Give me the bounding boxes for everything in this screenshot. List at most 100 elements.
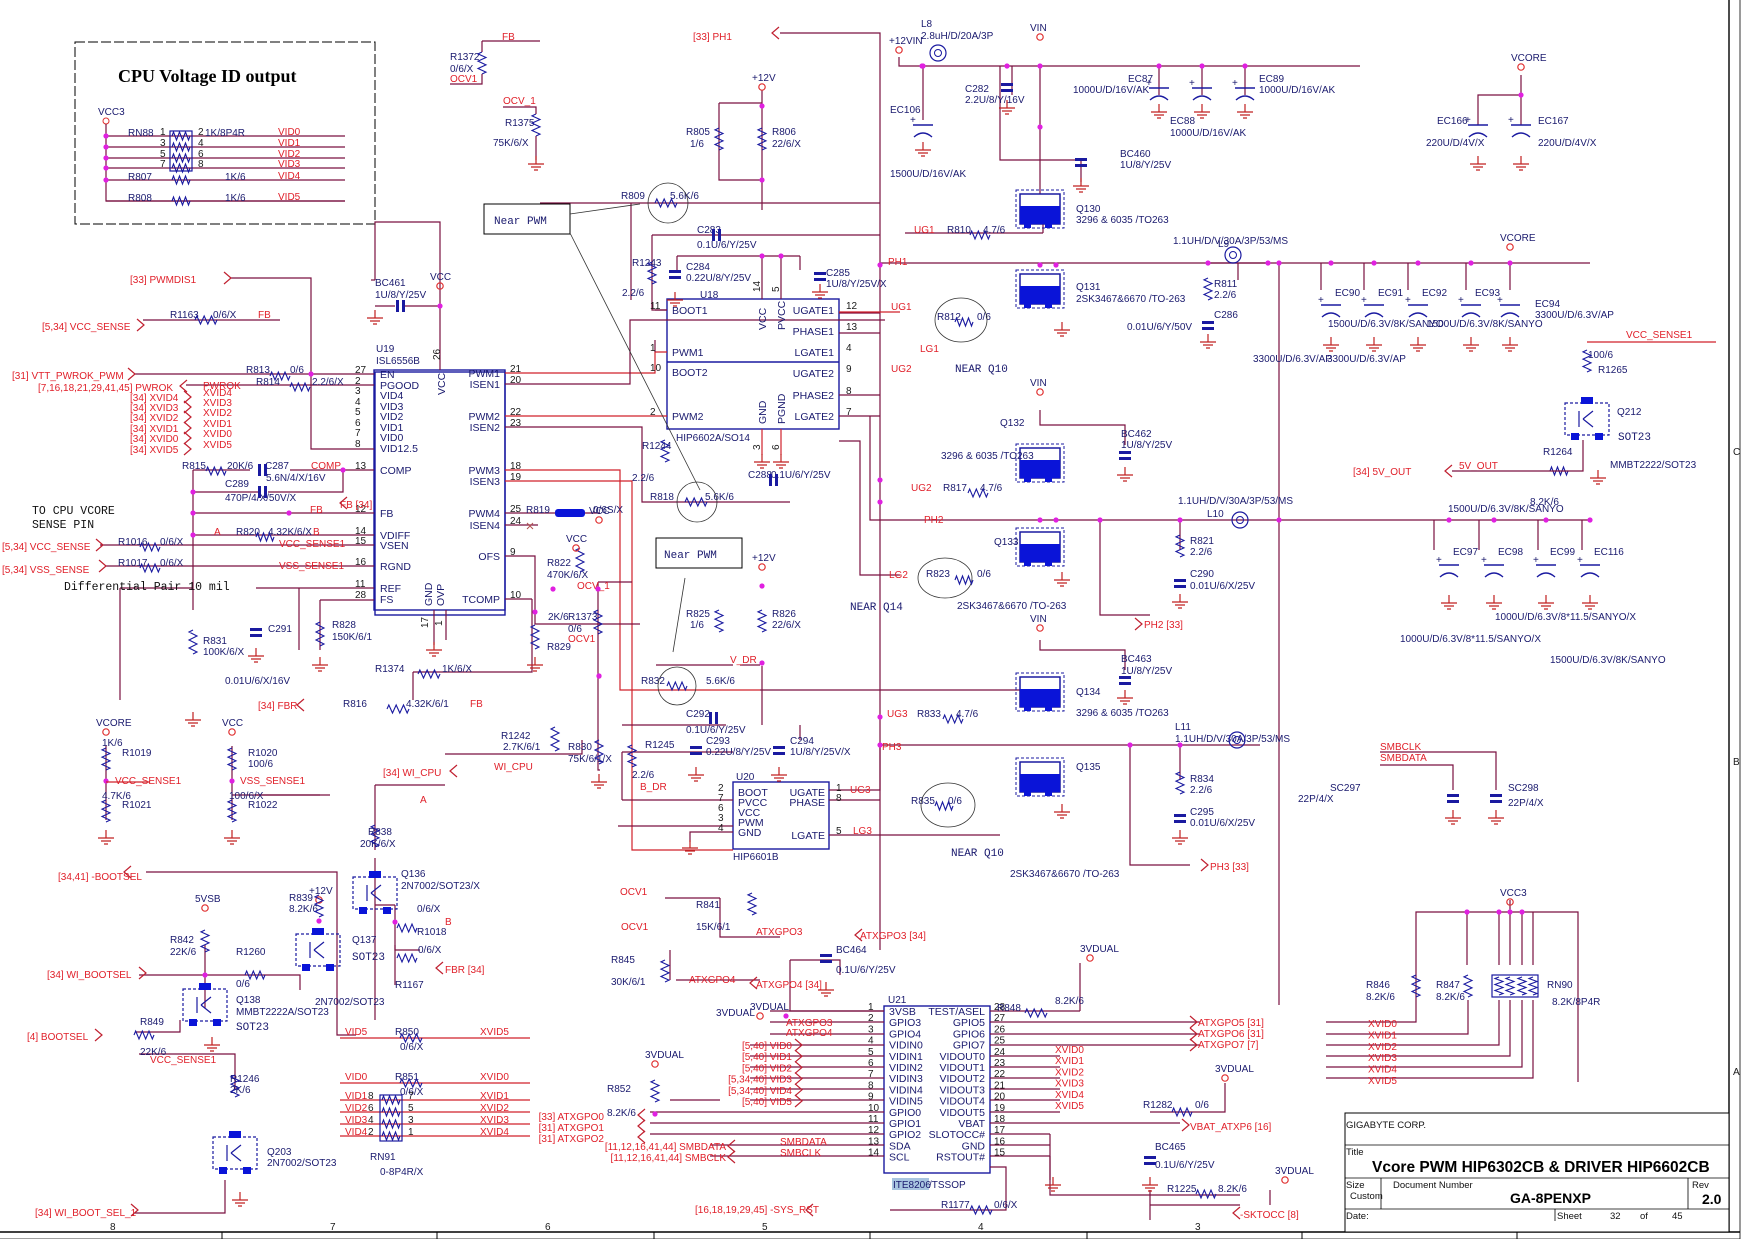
power-rail-icon (102, 728, 110, 736)
u19-pin-num: 16 (355, 557, 367, 568)
resistor-symbol (226, 799, 238, 823)
capacitor-plate (264, 464, 267, 476)
r1373-ref: R1373 (568, 612, 598, 623)
ground-icon (1172, 594, 1188, 609)
r816-ref: R816 (343, 699, 367, 710)
resistor-symbol (381, 1094, 401, 1106)
capacitor-plate (1174, 820, 1186, 823)
junction-dot (229, 778, 235, 784)
u20-pin-num: 4 (718, 823, 724, 834)
offpage-wi-boot-sel-1: [34] WI_BOOT_SEL_1 (35, 1208, 137, 1219)
net-label: OCV1 (620, 887, 648, 898)
offpage-connector-icon (183, 410, 192, 424)
offpage-xvid: [34] XVID3 (130, 403, 179, 414)
junction-dot (1507, 909, 1513, 915)
rev-label: Rev (1692, 1180, 1709, 1191)
capacitor-plate (1075, 158, 1087, 161)
transistor-glyph (196, 996, 212, 1014)
q203-value: 2N7002/SOT23 (267, 1158, 337, 1169)
sot23-pin (219, 1167, 227, 1174)
offpage-connector-icon (854, 928, 863, 942)
q137-value: 2N7002/SOT23 (315, 997, 385, 1008)
resistor-symbol (171, 152, 191, 164)
capacitor-plate (709, 712, 712, 724)
r841-ref: R841 (696, 900, 720, 911)
u18-pin-name: UGATE2 (793, 368, 834, 380)
junction-dot (1446, 517, 1452, 523)
power-rail-icon (1517, 63, 1525, 71)
ground-icon (426, 642, 442, 657)
rn90-value: 8.2K/8P4R (1552, 997, 1600, 1008)
resistor-symbol (133, 1029, 155, 1041)
u21-pin-num: 13 (868, 1136, 880, 1147)
capacitor-plate (1119, 457, 1131, 460)
c295-ref: C295 (1190, 807, 1214, 818)
resistor-symbol (1171, 1106, 1193, 1118)
q133-value: 2SK3467&6670 /TO-263 (957, 601, 1067, 612)
r846-ref: R846 (1366, 980, 1390, 991)
resistor-symbol (1527, 976, 1539, 996)
resistor-symbol (199, 929, 211, 953)
ec-value-note: 1500U/D/6.3V/8K/SANYO (1427, 319, 1543, 330)
near-q14-note: NEAR Q14 (850, 602, 903, 614)
ecap-plate-curved (1468, 132, 1488, 138)
r846-value: 8.2K/6 (1366, 992, 1395, 1003)
resistor-symbol (1504, 976, 1516, 996)
u21-pin-num: 18 (994, 1114, 1006, 1125)
junction-dot (1468, 260, 1474, 266)
r815-ref: R815 (182, 461, 206, 472)
c282-ref: C282 (965, 84, 989, 95)
ground-icon (1172, 830, 1188, 845)
inductor-core (1229, 251, 1237, 259)
u19-pin-num: 22 (510, 407, 522, 418)
resistor-symbol (369, 824, 381, 848)
q138-ref: Q138 (236, 995, 261, 1006)
resistor-symbol (476, 51, 488, 75)
ground-icon (1200, 334, 1216, 349)
mosfet-fill (1020, 206, 1060, 224)
u20-pin-num: 2 (718, 783, 724, 794)
rn91-pin: 4 (368, 1115, 374, 1126)
resistor-symbol (954, 574, 974, 586)
power-rail-label: VCC (222, 718, 243, 729)
r1022-ref: R1022 (248, 800, 278, 811)
capacitor-plate (775, 474, 778, 486)
capacitor-plate (1075, 164, 1087, 167)
resistor-symbol (314, 621, 326, 647)
callout-line (569, 203, 701, 653)
inductor-icon (1231, 511, 1249, 529)
u18-pin-num: 1 (650, 343, 656, 354)
u18-part: HIP6602A/SO14 (676, 433, 750, 444)
r810-value: 4.7/6 (983, 225, 1006, 236)
u19-pin-num: 6 (355, 418, 361, 429)
resistor-symbol (713, 609, 725, 633)
q134-value: 3296 & 6035 /TO263 (1076, 708, 1169, 719)
junction-dot (759, 177, 765, 183)
u21-pin-name: GPIO4 (889, 1028, 921, 1040)
offpage-vcc-sense: [5,34] VCC_SENSE (42, 322, 131, 333)
u19-pin-num: 7 (355, 428, 361, 439)
ground-icon (1470, 156, 1486, 171)
xvid-output-net: XVID3 (1055, 1079, 1084, 1090)
r1016-ref: R1016 (118, 537, 148, 548)
r806-value: 22/6/X (772, 139, 801, 150)
rn90-body (1491, 974, 1539, 998)
power-rail-label: VCC3 (1500, 888, 1527, 899)
resistor-symbol (1202, 277, 1214, 301)
r1225-ref: R1225 (1167, 1184, 1197, 1195)
resistor-symbol (1174, 771, 1186, 795)
ec93-ref: EC93 (1475, 288, 1500, 299)
capacitor-plate (669, 276, 681, 279)
ecap-plate-curved (1235, 95, 1255, 101)
sot23-pin (383, 907, 391, 914)
bc462-value: 1U/8/Y/25V (1121, 440, 1172, 451)
u21-pin-num: 17 (994, 1125, 1006, 1136)
vid-input-offpage: [5,40] VID1 (742, 1052, 792, 1063)
capacitor-plate (1174, 814, 1186, 817)
u20-pin-name: PWM (738, 817, 764, 829)
junction-dot (1328, 260, 1334, 266)
u19-pin-num: 2 (355, 376, 361, 387)
offpage-connector-icon (727, 1139, 736, 1153)
l8-ref: L8 (921, 19, 933, 30)
vid-net-label: VID0 (278, 127, 301, 138)
